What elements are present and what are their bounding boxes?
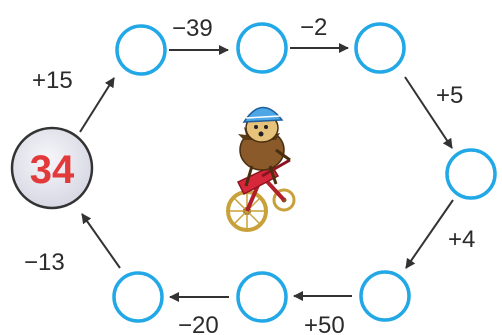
arrow-start-to-blank-1 xyxy=(79,77,115,133)
answer-blank-1[interactable] xyxy=(115,24,167,76)
operation-labels: +15 −39 −2 +5 +4 +50 −20 −13 xyxy=(24,14,475,335)
answer-blank-6[interactable] xyxy=(236,271,288,323)
arrows xyxy=(79,43,454,302)
op-label-8: −13 xyxy=(24,249,65,276)
answer-blanks xyxy=(112,22,497,323)
arrow-blank-3-to-blank-4 xyxy=(404,76,453,149)
op-label-4: +5 xyxy=(436,82,463,109)
hedgehog-bicycle-illustration xyxy=(226,106,296,232)
op-label-6: +50 xyxy=(304,312,345,335)
answer-blank-3[interactable] xyxy=(354,22,406,74)
arrow-blank-7-to-start xyxy=(81,213,121,269)
op-label-5: +4 xyxy=(448,226,475,253)
start-number: 34 xyxy=(30,148,75,192)
answer-blank-4[interactable] xyxy=(445,148,497,200)
op-label-3: −2 xyxy=(300,14,327,41)
answer-blank-2[interactable] xyxy=(236,22,288,74)
op-label-7: −20 xyxy=(178,312,219,335)
op-label-1: +15 xyxy=(32,67,73,94)
start-circle: 34 xyxy=(10,126,94,210)
answer-blank-7[interactable] xyxy=(112,271,164,323)
op-label-2: −39 xyxy=(172,15,213,42)
answer-blank-5[interactable] xyxy=(359,270,411,322)
arrow-blank-4-to-blank-5 xyxy=(405,199,454,269)
